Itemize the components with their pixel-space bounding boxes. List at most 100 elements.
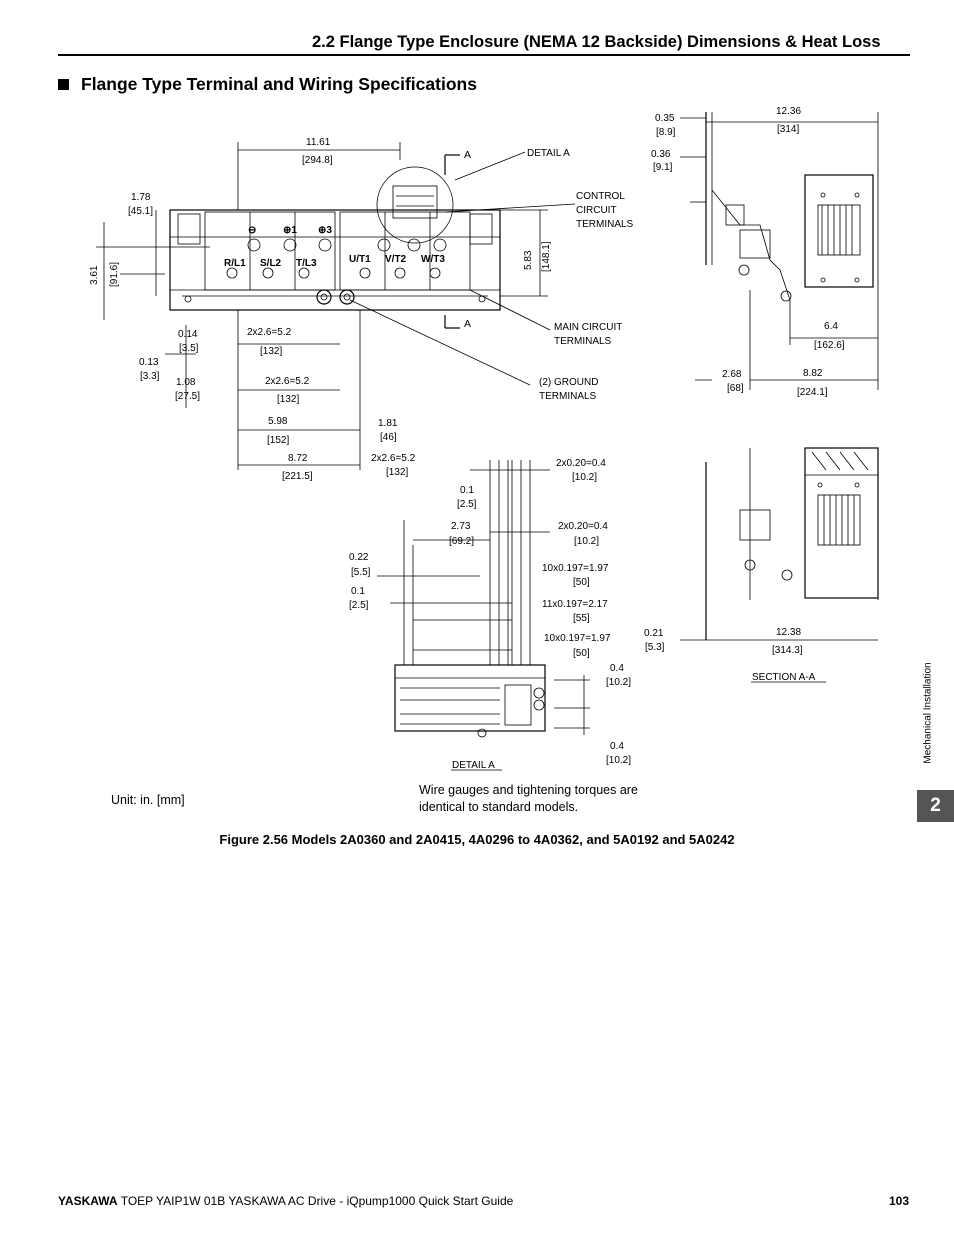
terminal-r-l1: R/L1 [224,258,246,269]
dim-2-68: 2.68 [722,369,742,380]
dim-1-08-mm: [27.5] [175,391,200,402]
dim-0-35-mm: [8.9] [656,127,676,138]
dim-0-4-a-mm: [10.2] [606,677,631,688]
dim-0-22-mm: [5.5] [351,567,371,578]
detail-a-view [377,460,590,738]
dim-2x2-6-a: 2x2.6=5.2 [247,327,292,338]
dim-0-1-b: 0.1 [351,586,365,597]
callout-control-line3: TERMINALS [576,219,634,230]
dim-10x0-197-b-mm: [50] [573,648,590,659]
detail-a-circle [376,166,454,244]
dim-2x0-20-a: 2x0.20=0.4 [556,458,606,469]
dim-2x2-6-c-mm: [132] [386,467,408,478]
terminal-v-t2: V/T2 [385,254,407,265]
detail-a-label: DETAIL A [452,760,495,771]
dim-2x2-6-b: 2x2.6=5.2 [265,376,310,387]
dim-8-82: 8.82 [803,368,823,379]
dim-1-78: 1.78 [131,192,151,203]
dim-2-73-mm: [69.2] [449,536,474,547]
dim-5-83-mm: [148.1] [541,241,552,272]
dim-0-21: 0.21 [644,628,664,639]
dim-6-4-mm: [162.6] [814,340,845,351]
side-view [680,112,879,390]
terminal-u-t1: U/T1 [349,254,371,265]
dim-10x0-197-b: 10x0.197=1.97 [544,633,611,644]
dim-1-08: 1.08 [176,377,196,388]
dim-1-81-mm: [46] [380,432,397,443]
dim-12-36-mm: [314] [777,124,799,135]
dim-8-72: 8.72 [288,453,308,464]
side-tab-label: Mechanical Installation [920,648,936,778]
dim-overall-width-mm: [294.8] [302,155,333,166]
section-title-text: Flange Type Terminal and Wiring Specific… [81,74,477,94]
detail-a-housing [394,664,546,732]
dim-0-4-a: 0.4 [610,663,624,674]
callout-control-line1: CONTROL [576,191,625,202]
section-marker-a-bottom: A [464,318,471,330]
dim-12-38: 12.38 [776,627,801,638]
dim-2x2-6-b-mm: [132] [277,394,299,405]
dim-5-98-mm: [152] [267,435,289,446]
dim-overall-width: 11.61 [306,137,331,148]
callout-main-line1: MAIN CIRCUIT [554,322,622,333]
figure-caption: Figure 2.56 Models 2A0360 and 2A0415, 4A… [219,832,735,847]
dim-2x2-6-a-mm: [132] [260,346,282,357]
section-a-a-view [680,447,879,641]
dim-11x0-197-mm: [55] [573,613,590,624]
dim-10x0-197-a: 10x0.197=1.97 [542,563,609,574]
dim-0-4-b: 0.4 [610,741,624,752]
dim-5-98: 5.98 [268,416,288,427]
dim-1-78-mm: [45.1] [128,206,153,217]
terminal-plus3: ⊕3 [318,225,332,236]
callout-detail-a: DETAIL A [527,148,570,159]
dim-0-22: 0.22 [349,552,369,563]
dim-0-14: 0.14 [178,329,198,340]
callout-main-line2: TERMINALS [554,336,612,347]
front-view: R/L1 S/L2 T/L3 U/T1 V/T2 W/T3 ⊖ ⊕1 ⊕3 A … [96,142,576,470]
dim-2-73: 2.73 [451,521,471,532]
dim-5-83: 5.83 [523,250,534,270]
dim-0-35: 0.35 [655,113,675,124]
dim-3-61-mm: [91.6] [109,262,120,287]
dim-2x2-6-c: 2x2.6=5.2 [371,453,416,464]
dim-6-4: 6.4 [824,321,838,332]
dim-0-14-mm: [3.5] [179,343,199,354]
page-header-title: 2.2 Flange Type Enclosure (NEMA 12 Backs… [312,33,881,51]
dim-2x0-20-b-mm: [10.2] [574,536,599,547]
terminal-t-l3: T/L3 [296,258,317,269]
dim-8-82-mm: [224.1] [797,387,828,398]
ground-terminal-2 [339,289,355,305]
wire-note: Wire gauges and tightening torques are i… [419,783,638,814]
dim-2x0-20-b: 2x0.20=0.4 [558,521,608,532]
terminal-s-l2: S/L2 [260,258,282,269]
dim-2-68-mm: [68] [727,383,744,394]
terminal-minus: ⊖ [248,225,256,236]
dim-8-72-mm: [221.5] [282,471,313,482]
chapter-tab: 2 [917,790,954,822]
dim-0-13-mm: [3.3] [140,371,160,382]
unit-note: Unit: in. [mm] [111,793,185,807]
dim-0-1-b-mm: [2.5] [349,600,369,611]
dim-0-13: 0.13 [139,357,159,368]
dim-0-1-a-mm: [2.5] [457,499,477,510]
ground-terminal-1 [316,289,332,305]
dim-0-21-mm: [5.3] [645,642,665,653]
page-number: 103 [888,1194,909,1208]
terminal-w-t3: W/T3 [421,254,445,265]
footer: YASKAWA TOEP YAIP1W 01B YASKAWA AC Drive… [58,1194,513,1208]
section-a-a-label: SECTION A-A [752,672,816,683]
dim-12-38-mm: [314.3] [772,645,803,656]
footer-text: TOEP YAIP1W 01B YASKAWA AC Drive - iQpum… [120,1194,514,1208]
dim-0-4-b-mm: [10.2] [606,755,631,766]
dim-3-61: 3.61 [89,265,100,285]
callout-control-line2: CIRCUIT [576,205,617,216]
side-tab-text: Mechanical Installation [922,662,934,764]
dim-0-1-a: 0.1 [460,485,474,496]
dim-0-36-mm: [9.1] [653,162,673,173]
dim-2x0-20-a-mm: [10.2] [572,472,597,483]
header-rule [58,54,910,56]
dim-12-36: 12.36 [776,106,801,117]
front-view-housing [169,209,501,311]
dim-10x0-197-a-mm: [50] [573,577,590,588]
